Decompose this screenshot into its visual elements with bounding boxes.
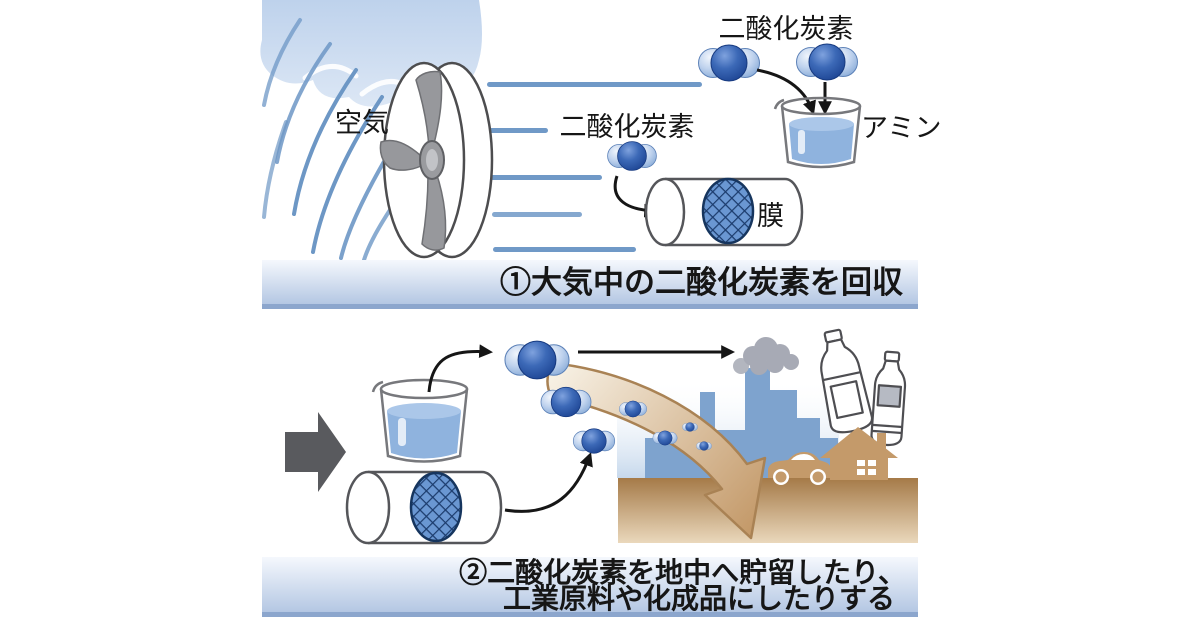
beaker-icon bbox=[371, 378, 469, 463]
panel-1-capture: 空気 二酸化炭素 二酸化炭素 アミン 膜 bbox=[260, 0, 941, 309]
fan-icon bbox=[379, 61, 494, 259]
co2-molecule-icon bbox=[572, 428, 616, 454]
air-label: 空気 bbox=[335, 108, 389, 138]
membrane-label: 膜 bbox=[757, 201, 784, 231]
release-arrows bbox=[427, 344, 736, 513]
caption-2-line1: ②二酸化炭素を地中へ貯留したり、 bbox=[459, 556, 906, 588]
smoke-icon bbox=[733, 337, 799, 375]
caption-1-text: ①大気中の二酸化炭素を回収 bbox=[500, 265, 903, 300]
caption-2-line2: 工業原料や化成品にしたりする bbox=[503, 583, 895, 614]
co2-molecule-icon bbox=[619, 400, 647, 418]
co2-molecule-icon bbox=[682, 422, 698, 432]
co2-molecule-icon bbox=[796, 43, 858, 81]
co2-molecule-icon bbox=[607, 141, 657, 171]
membrane-tube-2-icon bbox=[345, 470, 503, 545]
amine-beaker-icon bbox=[773, 96, 862, 169]
caption-banner-2: ②二酸化炭素を地中へ貯留したり、 工業原料や化成品にしたりする bbox=[262, 556, 918, 617]
process-step-arrow-icon bbox=[285, 412, 346, 492]
caption-banner-1: ①大気中の二酸化炭素を回収 bbox=[262, 260, 918, 309]
co2-molecule-icon bbox=[504, 340, 570, 380]
co2-label-membrane: 二酸化炭素 bbox=[560, 112, 695, 142]
co2-molecule-icon bbox=[698, 44, 760, 82]
co2-label-top: 二酸化炭素 bbox=[719, 14, 854, 44]
bottle-small-icon bbox=[870, 350, 907, 447]
wind-stream-lines bbox=[487, 82, 702, 252]
co2-molecule-icon bbox=[696, 441, 712, 451]
amine-label: アミン bbox=[861, 113, 941, 143]
co2-molecule-icon bbox=[540, 386, 592, 418]
underground-layer bbox=[618, 478, 918, 543]
car-icon bbox=[768, 452, 831, 485]
membrane-tube-icon bbox=[644, 177, 804, 247]
house-icon bbox=[820, 427, 898, 480]
co2-molecule-icon bbox=[652, 430, 678, 446]
panel-2-storage-use: ②二酸化炭素を地中へ貯留したり、 工業原料や化成品にしたりする bbox=[262, 328, 918, 617]
